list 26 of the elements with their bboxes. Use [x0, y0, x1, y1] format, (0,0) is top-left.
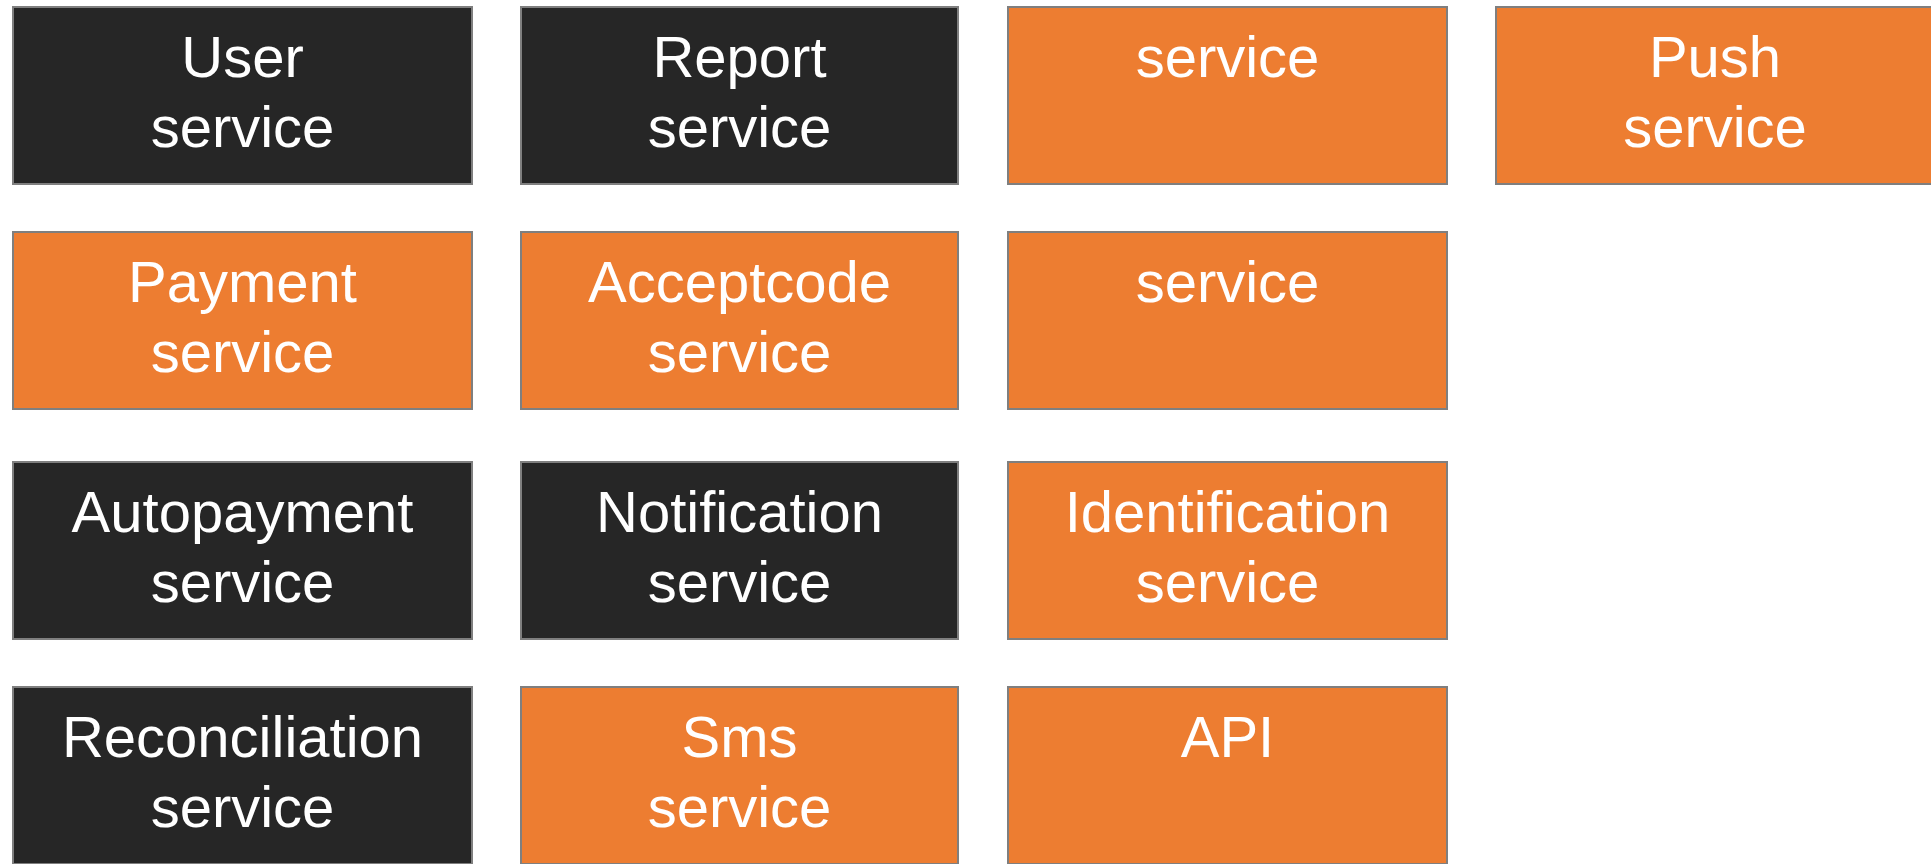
service-name: Reconciliation service — [61, 703, 424, 841]
service-name: Payment service — [128, 248, 357, 386]
service-box — [1007, 6, 1448, 185]
service-box — [1495, 6, 1931, 185]
service-box — [12, 686, 473, 864]
service-name: API — [1180, 703, 1275, 771]
service-box — [1007, 461, 1448, 640]
service-box — [520, 461, 959, 640]
service-box — [520, 231, 959, 410]
service-name: User service — [150, 23, 335, 161]
service-name: Notification service — [596, 478, 883, 616]
service-name: Sms service — [647, 703, 832, 841]
service-name: Identification service — [1064, 478, 1391, 616]
service-box — [520, 6, 959, 185]
service-name: Autopayment service — [71, 478, 414, 616]
service-name: service — [1135, 248, 1320, 316]
service-name: Report service — [647, 23, 832, 161]
service-box — [12, 6, 473, 185]
service-name: Acceptcode service — [587, 248, 892, 386]
service-box — [520, 686, 959, 864]
service-name: service — [1135, 23, 1320, 91]
service-box — [12, 231, 473, 410]
service-box — [1007, 231, 1448, 410]
service-box — [12, 461, 473, 640]
service-name: Push service — [1623, 23, 1807, 161]
service-box — [1007, 686, 1448, 864]
